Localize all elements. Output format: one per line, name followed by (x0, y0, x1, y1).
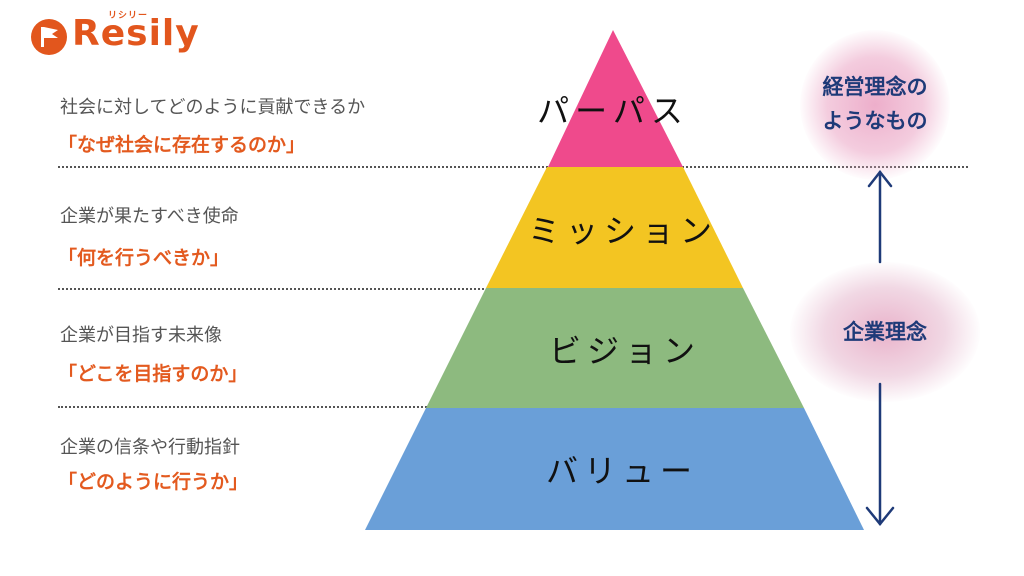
tier-description-purpose: 社会に対してどのように貢献できるか (60, 97, 366, 118)
tier-question-value: 「どのように行うか」 (58, 471, 249, 493)
arrow-down-icon (865, 382, 895, 526)
tier-label-vision: ビジョン (549, 332, 701, 370)
management-philosophy-label: 経営理念の ようなもの (795, 70, 955, 138)
tier-label-purpose: パーパス (537, 92, 689, 130)
tier-description-value: 企業の信条や行動指針 (60, 437, 240, 458)
logo-kana: リシリー (108, 11, 149, 21)
tier-question-mission: 「何を行うべきか」 (58, 247, 230, 269)
divider (58, 166, 968, 168)
management-philosophy-line2: ようなもの (822, 109, 928, 133)
divider (58, 288, 488, 290)
tier-vision-shape (426, 288, 804, 408)
tier-purpose-shape (548, 30, 683, 167)
logo-wordmark: Resily (72, 13, 200, 54)
tier-question-vision: 「どこを目指すのか」 (58, 363, 248, 385)
corporate-philosophy-label: 企業理念 (843, 320, 927, 344)
management-philosophy-line1: 経営理念の (822, 75, 928, 99)
flag-icon (31, 19, 67, 55)
tier-label-mission: ミッション (528, 212, 718, 250)
arrow-up-icon (867, 169, 893, 264)
middle-label-glow (790, 262, 980, 402)
tier-description-mission: 企業が果たすべき使命 (60, 206, 239, 227)
resily-logo: リシリー Resily (30, 8, 200, 60)
top-label-glow (800, 30, 950, 180)
tier-question-purpose: 「なぜ社会に存在するのか」 (58, 134, 306, 156)
divider (58, 406, 430, 408)
tier-value-shape (365, 408, 864, 530)
tier-mission-shape (486, 167, 743, 288)
tier-label-value: バリュー (546, 452, 698, 490)
tier-description-vision: 企業が目指す未来像 (60, 325, 222, 346)
